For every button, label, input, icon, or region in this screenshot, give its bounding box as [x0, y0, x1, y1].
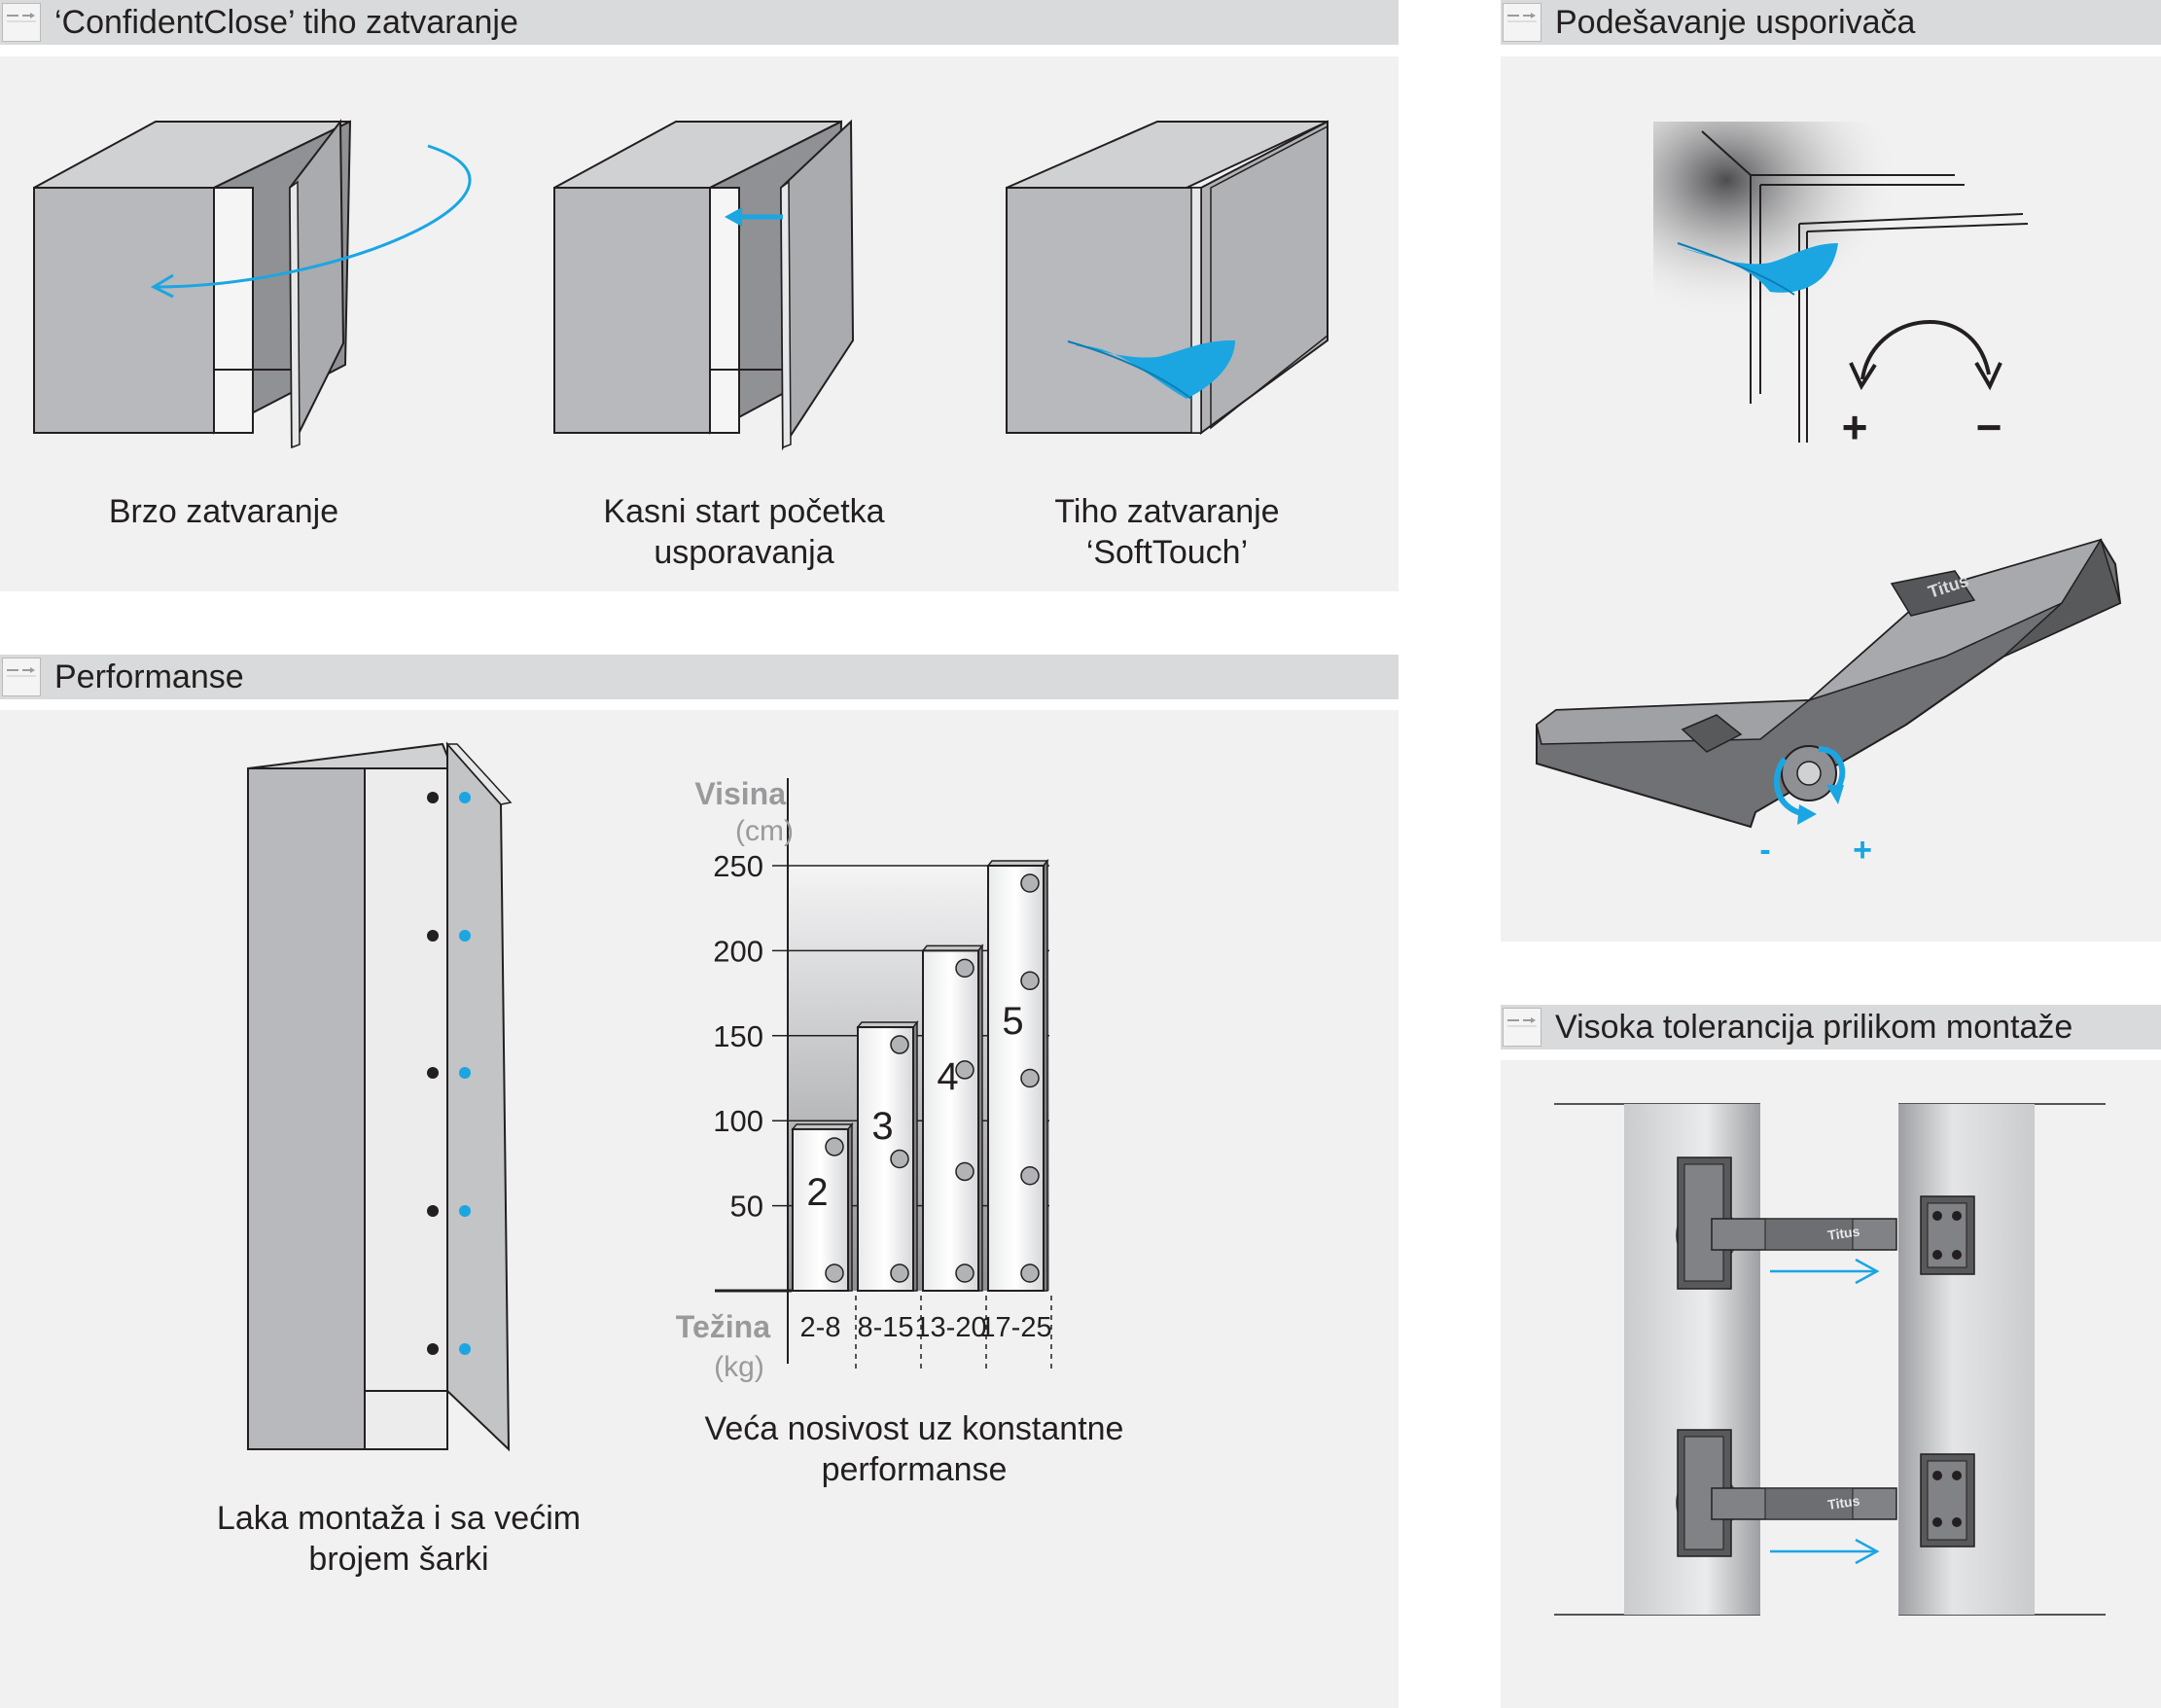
bar-3: 3	[856, 1019, 919, 1292]
mounting-tolerance-illustration: Titus Titus	[1554, 1103, 2106, 1616]
section-title: ‘ConfidentClose’ tiho zatvaranje	[54, 4, 518, 41]
x-tick-label: 13-20	[914, 1312, 986, 1343]
feather-icon	[1067, 339, 1235, 400]
section-marker-icon	[2, 3, 41, 42]
tolerance-panel	[1501, 1060, 2161, 1708]
y-tick-label: 150	[713, 1019, 763, 1053]
y-axis-unit: (cm)	[735, 815, 794, 847]
hinge-dot	[955, 1161, 974, 1182]
hinge-dot	[1020, 873, 1040, 893]
chart-backdrop	[788, 866, 1049, 1291]
hinge-dot	[1020, 1068, 1040, 1088]
bar-4: 4	[921, 943, 984, 1292]
x-axis-label: Težina	[676, 1309, 770, 1344]
performance-panel	[0, 710, 1399, 1708]
hinge-dot	[890, 1263, 909, 1283]
caption-late-start: Kasni start početka usporavanja	[603, 493, 885, 571]
hinge-dot	[890, 1035, 909, 1054]
x-tick-label: 8-15	[857, 1312, 913, 1343]
bar-label: 2	[806, 1171, 828, 1214]
hinge-markers	[427, 792, 471, 1355]
x-tick-label: 2-8	[800, 1312, 841, 1343]
cabinet-softtouch-illustration	[1006, 120, 1328, 435]
y-tick-label: 250	[713, 849, 763, 883]
x-axis-unit: (kg)	[714, 1351, 764, 1383]
section-title: Podešavanje usporivača	[1555, 4, 1916, 41]
bar-2: 2	[791, 1121, 854, 1292]
hinge-dot	[825, 1137, 844, 1156]
hinge-illustration: Titus - +	[1536, 538, 2122, 869]
hinge-top: Titus	[1676, 1156, 1975, 1290]
rotation-arrow-icon	[1849, 320, 2002, 391]
hinge-dot	[955, 1060, 974, 1080]
feather-icon	[1677, 242, 1838, 296]
x-tick-label: 17-25	[979, 1312, 1051, 1343]
section-header-confident-close: ‘ConfidentClose’ tiho zatvaranje	[0, 0, 1399, 45]
hinge-decrease-sign: -	[1759, 832, 1770, 869]
tall-cabinet-illustration	[247, 741, 513, 1452]
section-title: Performanse	[54, 658, 244, 695]
cabinet-fast-closing-illustration	[33, 119, 472, 449]
section-header-tolerance: Visoka tolerancija prilikom montaže	[1501, 1005, 2161, 1050]
bar-label: 5	[1002, 1000, 1023, 1043]
bar-label: 4	[937, 1055, 958, 1098]
bar-5: 5	[986, 858, 1049, 1292]
decrease-sign: −	[1976, 402, 2002, 452]
caption-fast-closing: Brzo zatvaranje	[108, 493, 339, 530]
brand-logo: Titus	[1826, 1492, 1860, 1512]
cabinet-late-start-illustration	[553, 119, 855, 451]
increase-sign: +	[1842, 402, 1868, 452]
y-tick-label: 50	[730, 1190, 763, 1224]
hinge-increase-sign: +	[1853, 832, 1872, 869]
y-tick-label: 100	[713, 1104, 763, 1138]
hinge-dot	[1020, 1166, 1040, 1186]
caption-softtouch: Tiho zatvaranje ‘SoftTouch’	[1054, 493, 1280, 571]
hinge-bottom: Titus	[1676, 1429, 1975, 1565]
section-title: Visoka tolerancija prilikom montaže	[1555, 1009, 2073, 1046]
brand-logo: Titus	[1826, 1223, 1860, 1242]
caption-easy-mounting: Laka montaža i sa većim brojem šarki	[216, 1500, 582, 1578]
hinge-dot	[955, 958, 974, 979]
damper-corner-illustration: + −	[1653, 122, 2029, 452]
section-marker-icon	[1503, 3, 1541, 42]
adjust-screw-arrow-icon	[1773, 746, 1846, 825]
hinge-dot	[1020, 971, 1040, 990]
y-axis-label: Visina	[694, 776, 786, 811]
section-header-damper: Podešavanje usporivača	[1501, 0, 2161, 45]
hinge-dot	[890, 1149, 909, 1169]
y-tick-label: 200	[713, 934, 763, 968]
section-marker-icon	[1503, 1008, 1541, 1047]
bar-label: 3	[871, 1105, 893, 1148]
hinge-dot	[825, 1263, 844, 1283]
section-header-performance: Performanse	[0, 655, 1399, 699]
hinge-dot	[955, 1263, 974, 1283]
caption-load-capacity: Veća nosivost uz konstantne performanse	[704, 1410, 1124, 1488]
section-marker-icon	[2, 658, 41, 696]
hinge-dot	[1020, 1263, 1040, 1283]
